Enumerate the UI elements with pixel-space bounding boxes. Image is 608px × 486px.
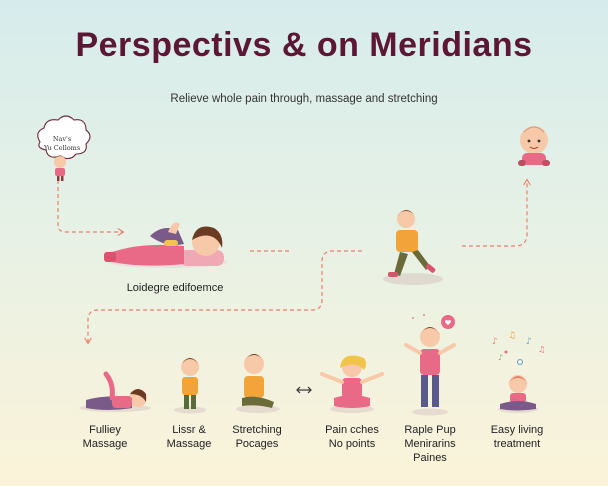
small-child-figure [53,155,67,181]
svg-text:♪: ♪ [492,337,498,347]
step-4-figure [320,355,384,413]
middle-caption: Loidegre edifoemce [126,282,224,294]
svg-text:♫: ♫ [508,331,516,341]
sparkle-icons [412,314,425,319]
bubble-line-2: Yu Celloms [43,144,80,152]
page-title: Perspectivs & on Meridians [75,26,533,64]
bubble-line-1: Nav's [53,135,71,143]
path-to-second-row [88,250,362,342]
path-start-to-lying [57,180,122,232]
music-notes-icon: ♪ ♫ ♪ ♫ ♪ [492,331,545,365]
start-thought-bubble: Nav's Yu Celloms [37,115,91,160]
step-2-label: Lissr &Massage [166,424,212,450]
page-subtitle: Relieve whole pain through, massage and … [170,93,438,105]
step-3-figure [236,354,280,413]
svg-text:♫: ♫ [538,345,545,354]
step-6-figure [498,375,538,413]
svg-text:♪: ♪ [498,353,503,362]
walking-child-figure [383,210,443,285]
step-5-figure [404,327,456,416]
step-1-figure [79,371,151,412]
baby-figure [518,126,550,166]
svg-text:♪: ♪ [526,337,532,347]
double-arrow-icon [296,386,312,394]
heart-icon [441,315,455,329]
path-walking-to-baby [462,181,527,247]
lying-child-figure [104,222,228,268]
step-2-figure [174,358,206,414]
